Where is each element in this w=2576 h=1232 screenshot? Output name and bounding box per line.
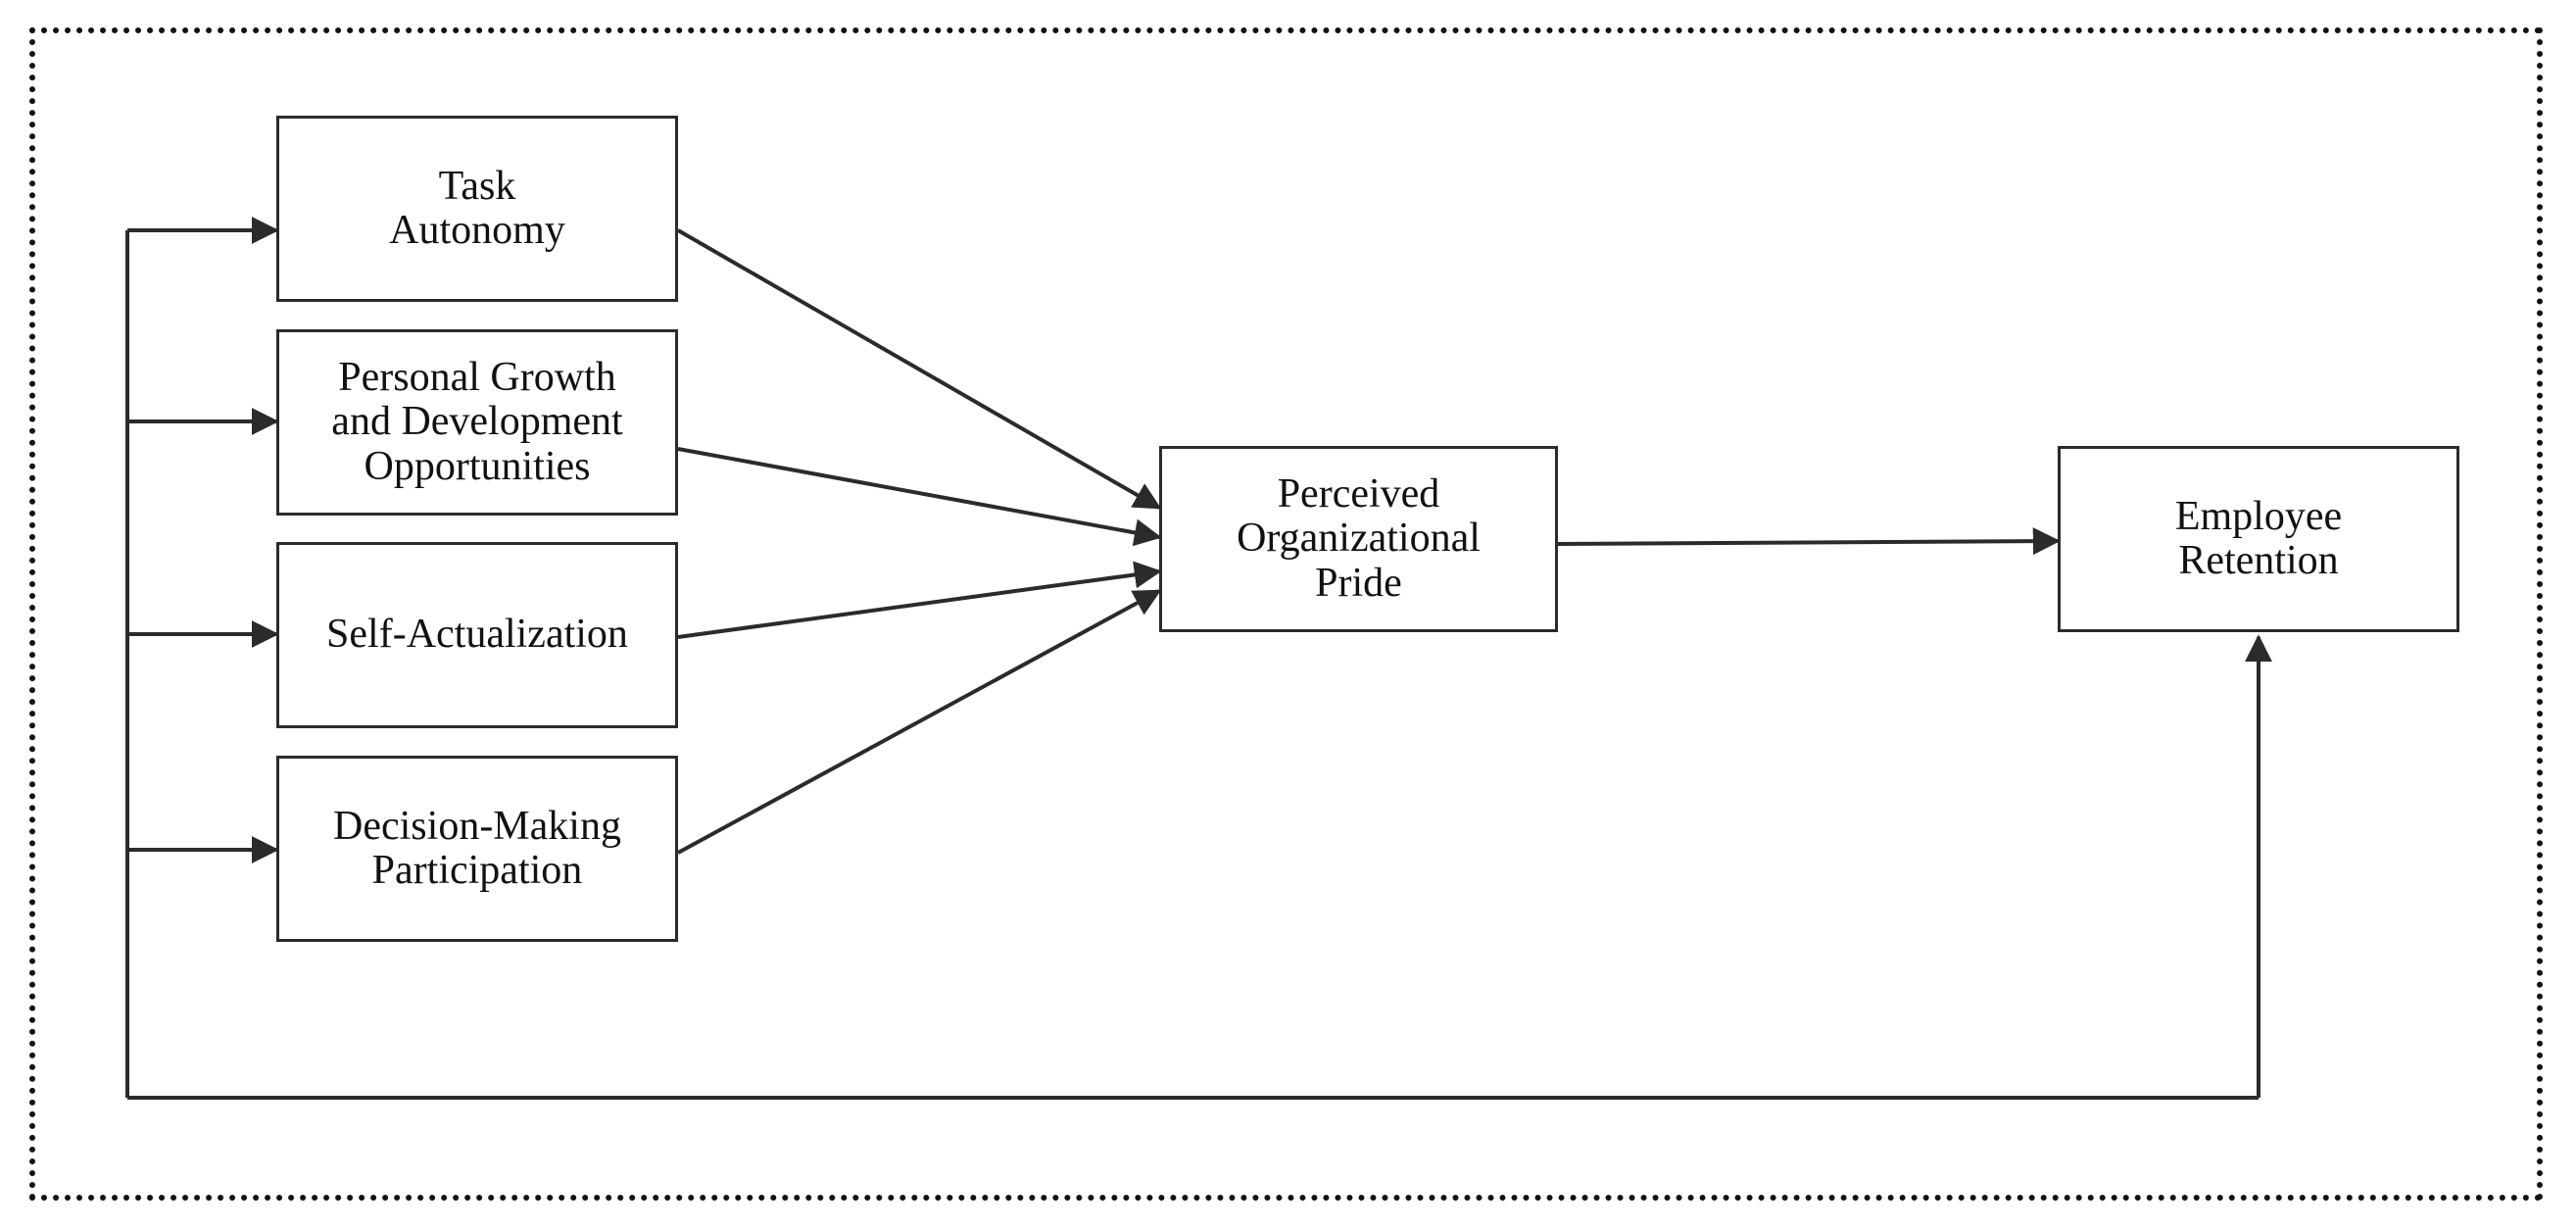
decision-making-box: Decision-Making Participation [276,756,678,942]
perceived-pride-box: Perceived Organizational Pride [1159,446,1558,632]
decision-making-label: Decision-Making Participation [333,803,621,893]
dotted-frame [29,27,2543,1201]
perceived-pride-label: Perceived Organizational Pride [1237,470,1481,606]
arrow-decision-making-to-pride [677,589,1162,855]
self-actualization-label: Self-Actualization [326,612,628,658]
arrow-pride-to-retention [1557,527,2061,556]
self-actualization-box: Self-Actualization [276,542,678,728]
task-autonomy-box: Task Autonomy [276,116,678,302]
arrow-self-actualization-to-pride [677,561,1162,639]
task-autonomy-label: Task Autonomy [389,163,565,253]
personal-growth-box: Personal Growth and Development Opportun… [276,329,678,516]
employee-retention-label: Employee Retention [2174,493,2343,583]
employee-retention-box: Employee Retention [2058,446,2459,632]
arrow-task-autonomy-to-pride [677,228,1162,510]
arrow-personal-growth-to-pride [677,447,1162,547]
personal-growth-label: Personal Growth and Development Opportun… [331,354,623,489]
